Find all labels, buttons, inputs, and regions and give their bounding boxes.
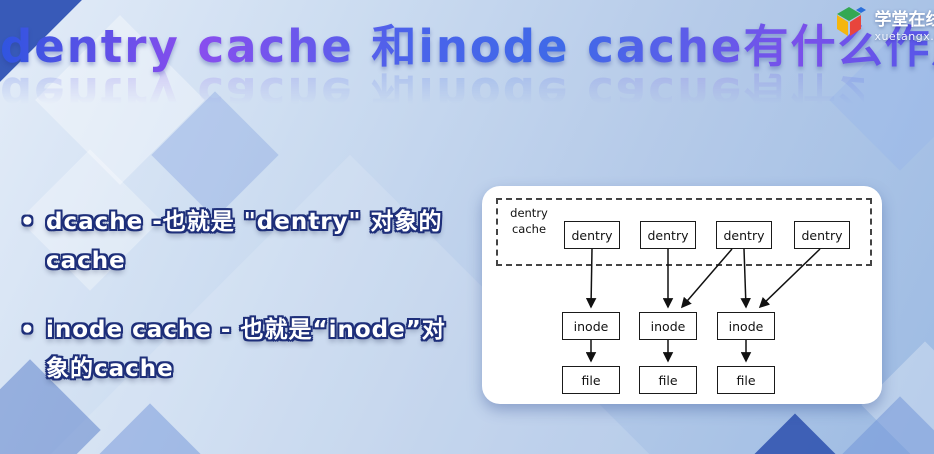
inode-box: inode — [562, 312, 620, 340]
xuetangx-logo-icon — [837, 7, 867, 36]
logo-cube-right — [850, 15, 862, 36]
bullet-marker: • — [20, 209, 36, 235]
bullet-marker: • — [20, 317, 36, 344]
logo-name: 学堂在线 — [874, 10, 934, 30]
dentry-box: dentry — [794, 221, 850, 249]
bullet-text: dcache -也就是 "dentry" 对象的cache — [46, 209, 443, 275]
file-box: file — [717, 366, 775, 394]
dentry-box: dentry — [716, 221, 772, 249]
logo-cube-top — [837, 7, 862, 21]
inode-box: inode — [717, 312, 775, 340]
dentry-box: dentry — [564, 221, 620, 249]
file-box: file — [562, 366, 620, 394]
bullet-item: • inode cache - 也就是“inode”对象的cache — [16, 311, 448, 389]
dentry-cache-label-line1: dentry — [510, 206, 548, 220]
dentry-box: dentry — [640, 221, 696, 249]
logo-cube-accent — [856, 7, 867, 13]
bullet-item: • dcache -也就是 "dentry" 对象的cache — [16, 203, 448, 281]
xuetangx-logo: 学堂在线 xuetangx.co — [831, 5, 934, 43]
background-diamond — [829, 29, 934, 171]
background-shape — [745, 413, 845, 454]
inode-box: inode — [639, 312, 697, 340]
logo-domain: xuetangx.co — [874, 30, 934, 43]
logo-cube-left — [837, 15, 849, 36]
file-box: file — [639, 366, 697, 394]
logo-texts: 学堂在线 xuetangx.co — [874, 5, 934, 43]
dentry-cache-label: dentry cache — [502, 206, 556, 237]
bullet-list: • dcache -也就是 "dentry" 对象的cache • inode … — [16, 203, 448, 419]
diagram-panel: dentry cache dentry dentry dentry dentry… — [482, 186, 882, 404]
bullet-text: inode cache - 也就是“inode”对象的cache — [46, 317, 446, 383]
dentry-cache-label-line2: cache — [511, 221, 547, 236]
